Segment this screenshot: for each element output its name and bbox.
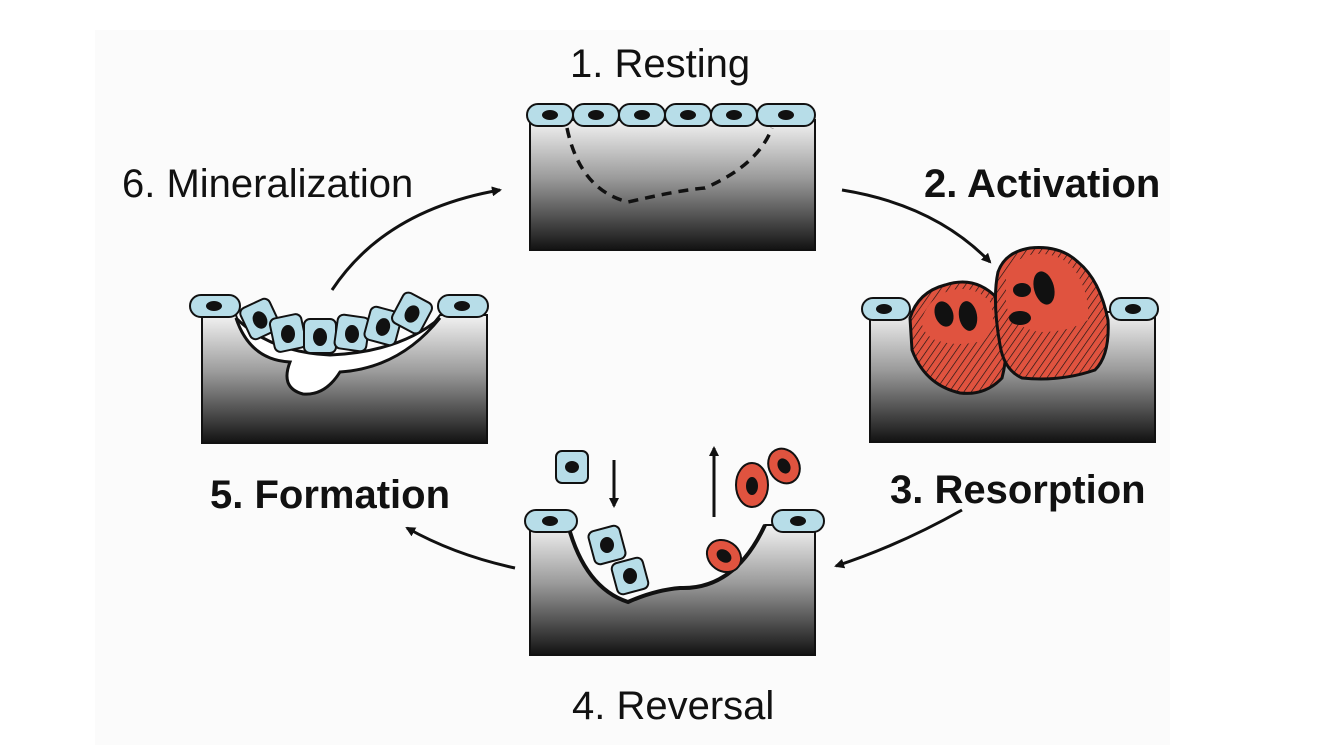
lining-cell-icon [756,103,816,127]
lining-cell-icon [437,294,489,318]
lining-cell-icon [664,103,712,127]
cycle-arrow-icon [405,526,516,570]
cycle-arrow-icon [841,188,992,264]
osteoblast-icon [555,450,589,484]
lining-cell-icon [618,103,666,127]
formation-lining-cells [189,294,489,318]
osteoblast-icon [391,291,433,335]
lining-cell-icon [771,509,825,533]
cell-migration-arrows [609,446,719,517]
stage-label-reversal: 4. Reversal [572,684,775,728]
osteoclast-icon [767,447,801,485]
osteoclast-icon [735,462,769,508]
osteoclast-icon [908,280,1008,395]
resting-bone-block [529,119,816,251]
departing-osteoclasts [705,447,801,574]
osteoblast-icon [303,318,337,354]
stage-label-resting: 1. Resting [570,42,751,86]
reversal-lining-cells [524,509,825,533]
lining-cell-icon [572,103,620,127]
lining-cell-icon [1109,297,1159,321]
stage-label-formation: 5. Formation [210,473,451,517]
stage-label-activation: 2. Activation [924,162,1161,206]
cycle-arrow-icon [330,186,502,291]
resting-lining-cells [526,103,816,127]
osteoclast-icon [705,538,743,574]
reversal-bone-block [529,524,816,656]
osteoblast-icon [268,313,308,353]
lining-cell-icon [524,509,578,533]
cycle-arrows [330,186,992,570]
lining-cell-icon [526,103,574,127]
osteoclast-icon [993,246,1110,381]
lining-cell-icon [710,103,758,127]
activation-lining-cells [861,297,1159,321]
stage-label-mineralization: 6. Mineralization [122,162,414,206]
cycle-arrow-icon [834,508,963,569]
formation-bone-block [201,314,488,444]
incoming-osteoblasts [555,450,650,596]
osteoblast-layer [239,291,433,354]
lining-cell-icon [189,294,241,318]
osteoblast-icon [587,524,627,566]
lining-cell-icon [861,297,911,321]
osteoblast-icon [610,556,650,596]
stage-label-resorption: 3. Resorption [890,468,1146,512]
